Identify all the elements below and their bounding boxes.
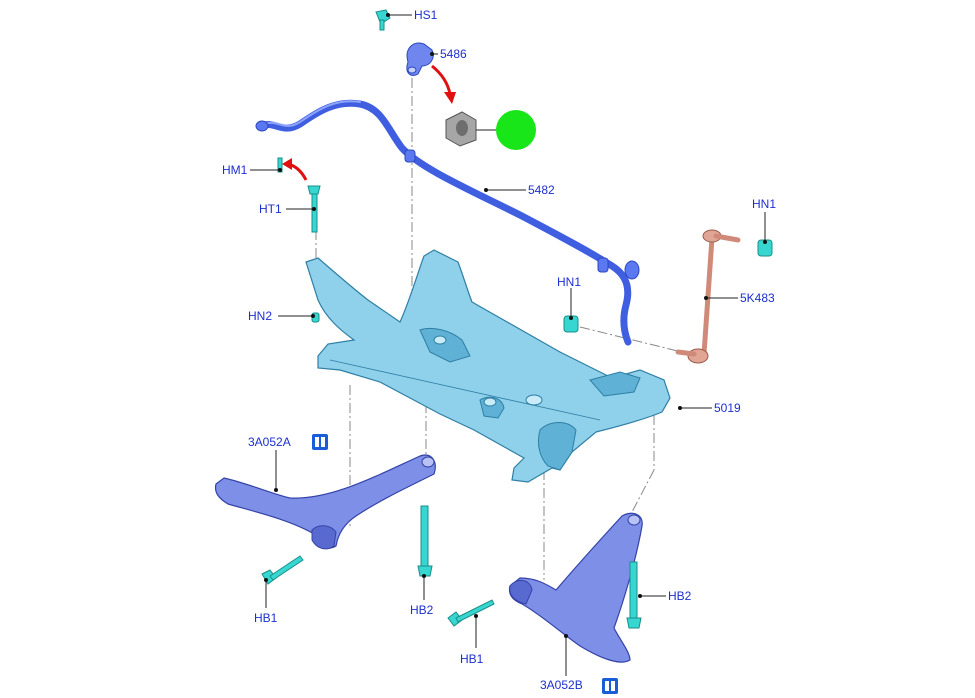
- callout-arrow-hm1: [282, 158, 308, 181]
- stabilizer-bar: [255, 99, 640, 346]
- label-5486: 5486: [440, 47, 467, 61]
- label-3a052b: 3A052B: [540, 678, 583, 692]
- label-hb1-right: HB1: [460, 652, 484, 666]
- label-hm1: HM1: [222, 163, 248, 177]
- label-hb2-left: HB2: [410, 603, 434, 617]
- lower-arm-left: [214, 454, 436, 550]
- bolt-hb1-right: [447, 599, 495, 627]
- label-hb1-left: HB1: [254, 611, 278, 625]
- label-3a052a: 3A052A: [248, 435, 291, 449]
- label-hn1-right: HN1: [752, 197, 776, 211]
- leader-lines: [250, 13, 767, 676]
- bolt-hb1-left: [261, 555, 304, 585]
- subframe: [305, 249, 671, 483]
- bolt-hs1: [375, 9, 391, 31]
- label-hs1: HS1: [414, 8, 438, 22]
- callout-arrow-bushing: [431, 64, 456, 104]
- stabilizer-link: [675, 229, 741, 364]
- highlight-circle: [496, 110, 536, 150]
- label-hn2: HN2: [248, 309, 272, 323]
- lower-arm-right: [508, 512, 643, 663]
- label-5482: 5482: [528, 183, 555, 197]
- stabilizer-bushing: [445, 111, 477, 147]
- label-5019: 5019: [714, 401, 741, 415]
- label-hb2-right: HB2: [668, 589, 692, 603]
- book-icon[interactable]: [312, 434, 328, 450]
- label-5k483: 5K483: [740, 291, 775, 305]
- book-icon[interactable]: [602, 678, 618, 694]
- stabilizer-bracket: [406, 42, 434, 76]
- label-ht1: HT1: [259, 202, 282, 216]
- assembly-center-lines: [315, 78, 691, 580]
- bolt-hb2-right: [626, 561, 642, 629]
- bolt-ht1: [307, 185, 321, 233]
- bolt-hb2-left: [417, 505, 433, 577]
- label-hn1-left: HN1: [557, 275, 581, 289]
